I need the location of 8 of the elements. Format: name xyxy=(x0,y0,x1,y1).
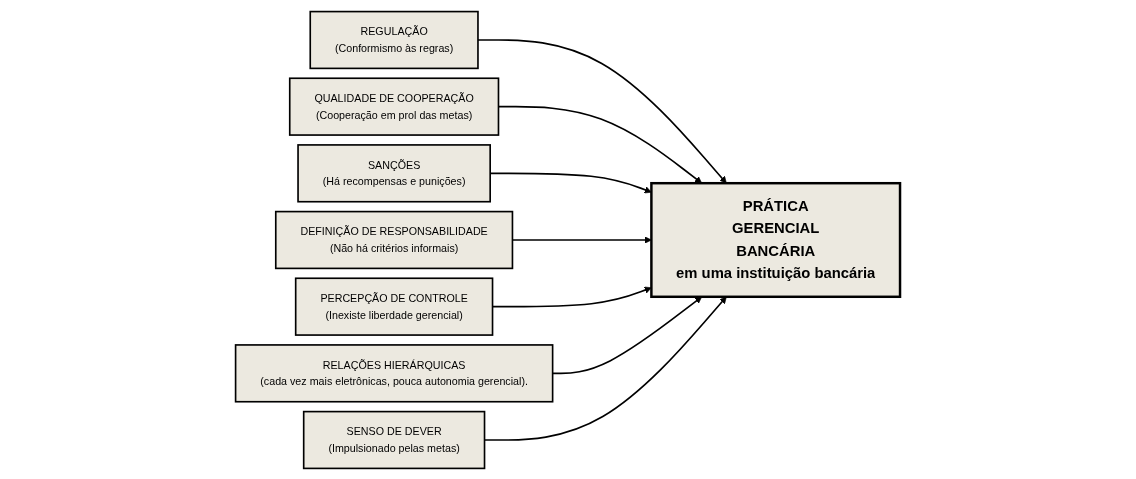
node-box: REGULAÇÃO (Conformismo às regras) xyxy=(309,10,479,69)
node-box: QUALIDADE DE COOPERAÇÃO (Cooperação em prol das metas) xyxy=(289,76,500,136)
node-box: RELAÇÕES HIERÁRQUICAS (cada vez mais eletrônicas, pouca autonomia gerencial). xyxy=(234,343,554,403)
node-box: SANÇÕES (Há recompensas e punições) xyxy=(297,143,492,203)
node-box: PRÁTICA GERENCIAL BANCÁRIA em uma instituição bancária xyxy=(650,181,902,298)
node-box: DEFINIÇÃO DE RESPONSABILIDADE (Não há critérios informais) xyxy=(275,210,514,269)
node-box: SENSO DE DEVER (Impulsionado pelas metas) xyxy=(303,410,486,469)
node-box: PERCEPÇÃO DE CONTROLE (Inexiste liberdade gerencial) xyxy=(295,276,494,336)
